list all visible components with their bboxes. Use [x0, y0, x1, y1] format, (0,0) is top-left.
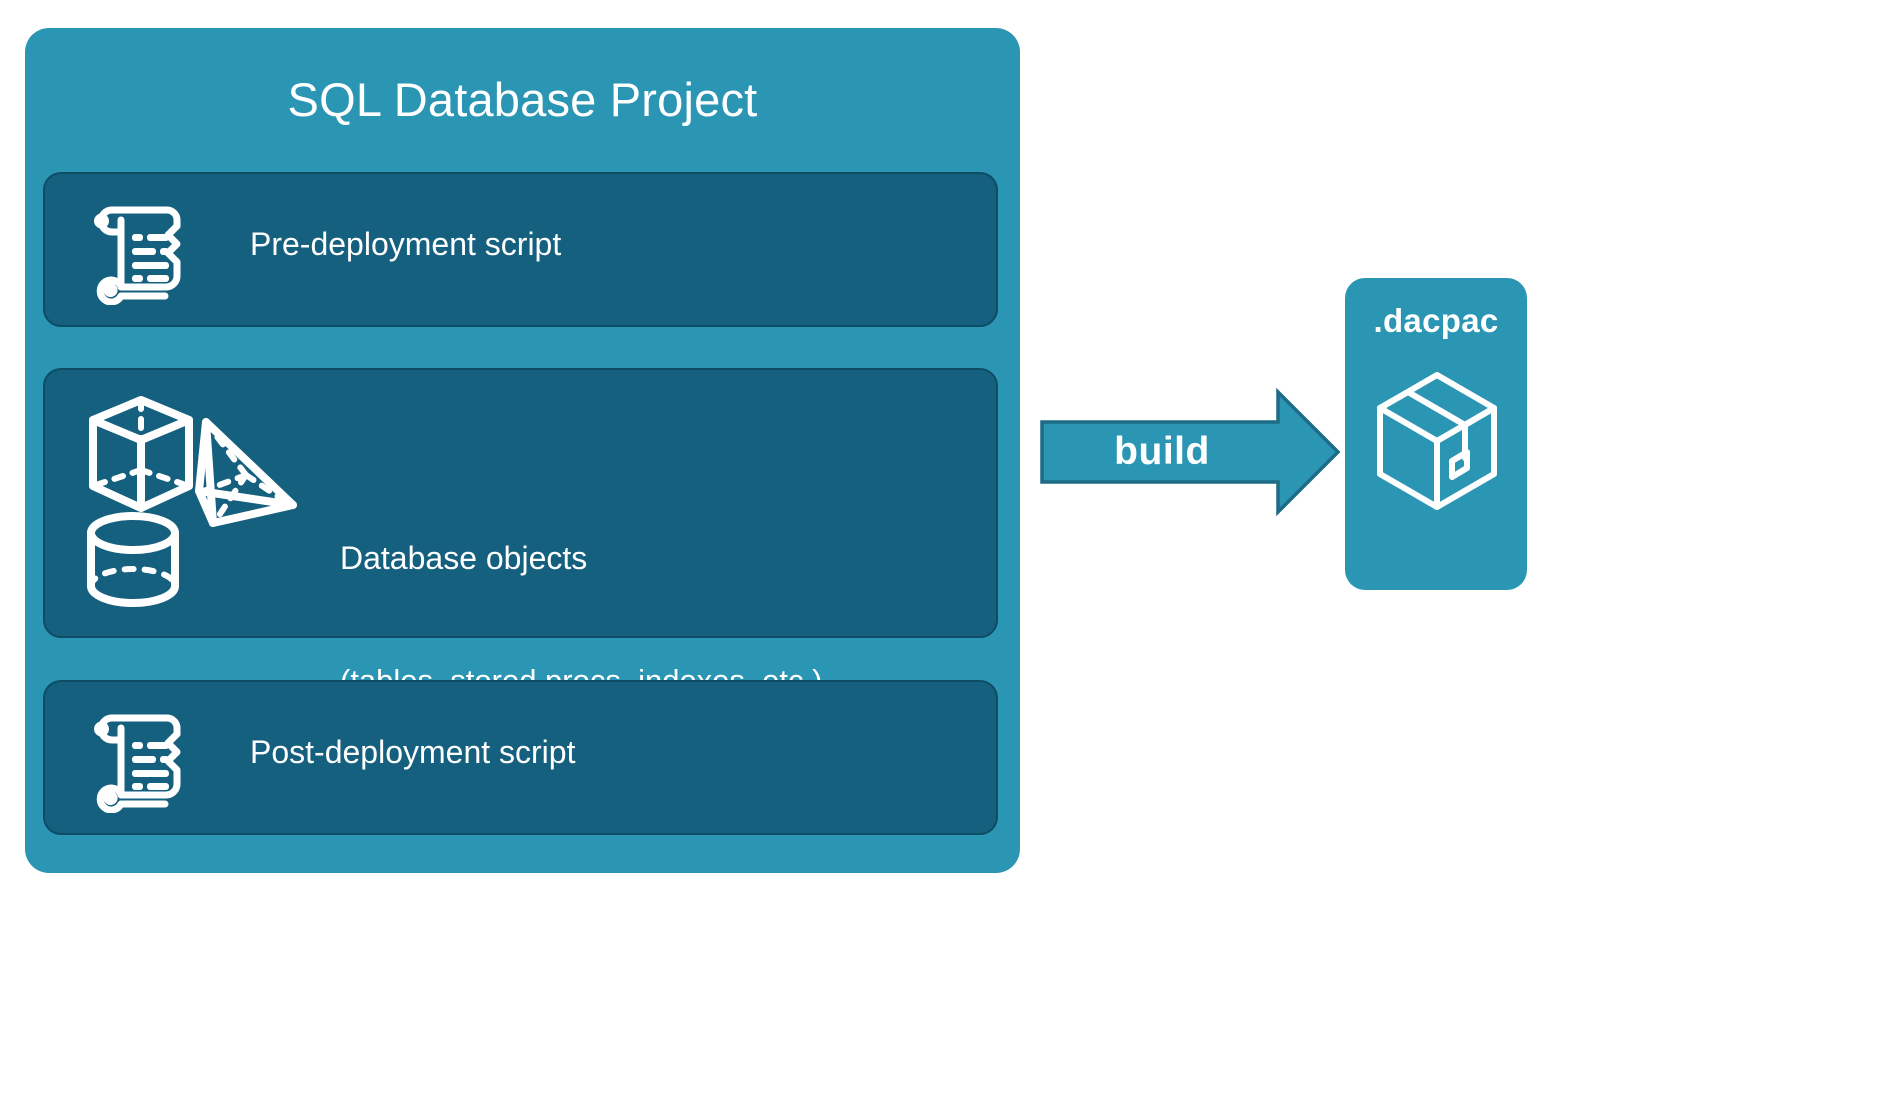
database-objects-icon-group: [75, 392, 310, 617]
build-arrow: [1040, 387, 1341, 517]
sql-database-project-card: SQL Database Project: [25, 28, 1020, 873]
build-arrow-label: build: [1114, 430, 1210, 473]
row-database-objects[interactable]: Database objects (tables, stored procs, …: [43, 368, 998, 698]
row-label-database-objects-line1: Database objects: [340, 539, 588, 576]
pyramid-icon: [195, 418, 297, 527]
scroll-icon: [81, 200, 191, 306]
scroll-icon: [81, 708, 191, 814]
row-pre-deployment-script[interactable]: Pre-deployment script: [43, 172, 998, 327]
row-label-post-deployment: Post-deployment script: [250, 734, 576, 770]
row-label-pre-deployment: Pre-deployment script: [250, 226, 562, 262]
cube-icon: [89, 396, 193, 512]
dacpac-output-card: .dacpac: [1345, 278, 1527, 590]
package-box-icon: [1372, 366, 1502, 516]
cylinder-icon: [87, 512, 179, 607]
row-post-deployment-script[interactable]: Post-deployment script: [43, 680, 998, 835]
project-title: SQL Database Project: [287, 73, 758, 126]
dacpac-title: .dacpac: [1373, 302, 1499, 339]
